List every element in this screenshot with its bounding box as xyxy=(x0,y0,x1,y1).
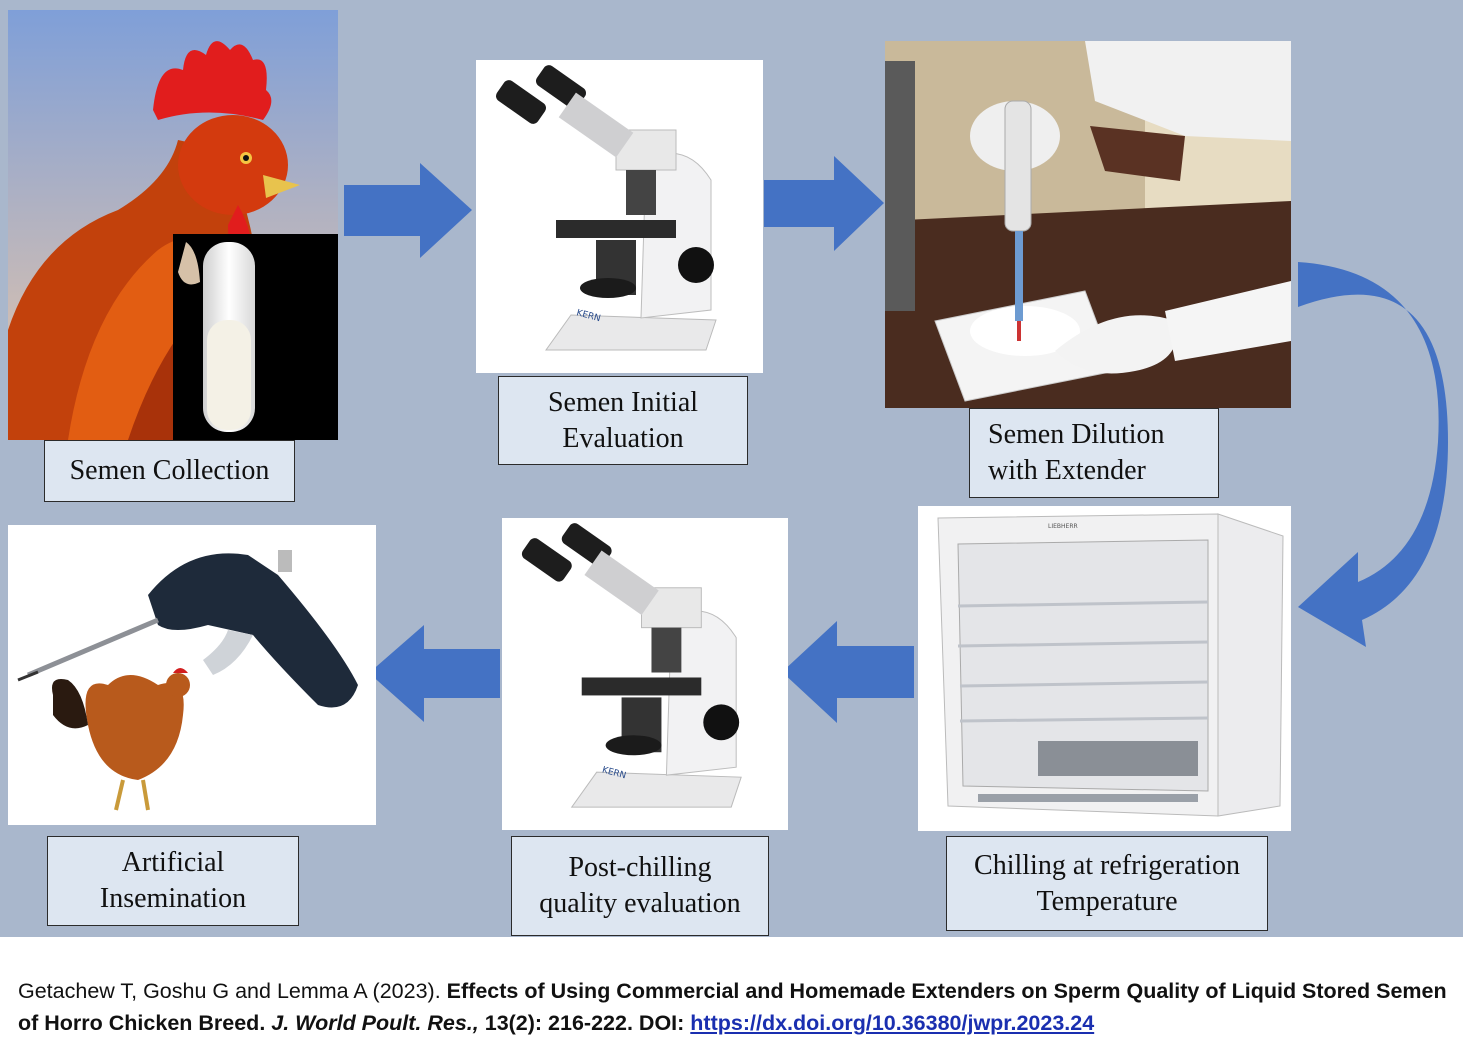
rooster-semen-tube-icon xyxy=(8,10,338,440)
citation: Getachew T, Goshu G and Lemma A (2023). … xyxy=(18,975,1448,1039)
diagram-canvas: Semen Collection KERN Semen Initial Eval… xyxy=(0,0,1463,937)
step-label-line: Semen Initial xyxy=(547,386,699,418)
step-label-line: Semen Dilution xyxy=(988,419,1165,450)
step-label-line: Artificial xyxy=(121,847,225,878)
step-label-line: quality evaluation xyxy=(539,888,741,919)
citation-title: Effects of Using Commercial and Homemade… xyxy=(18,979,1447,1035)
flow-arrow-right xyxy=(344,163,472,258)
step-label-collection: Semen Collection xyxy=(44,440,295,502)
citation-doi-link[interactable]: https://dx.doi.org/10.36380/jwpr.2023.24 xyxy=(690,1011,1095,1035)
flow-arrow-left xyxy=(369,625,500,722)
flow-arrow-right xyxy=(764,156,884,251)
citation-journal: J. World Poult. Res., xyxy=(271,1011,479,1035)
fridge-brand: LIEBHERR xyxy=(1048,523,1078,530)
step-label-chilling: Chilling at refrigeration Temperature xyxy=(946,836,1268,931)
step-label-line: Chilling at refrigeration xyxy=(974,849,1240,881)
step-label-post-eval: Post-chilling quality evaluation xyxy=(511,836,769,936)
step-label-line: Insemination xyxy=(99,883,247,914)
microscope-icon: KERN xyxy=(476,60,763,373)
microscope-icon: KERN xyxy=(502,518,788,830)
citation-volume: 13(2): 216-222. xyxy=(484,1011,633,1035)
step-label-insemination: Artificial Insemination xyxy=(47,836,299,926)
refrigerator-icon: LIEBHERR xyxy=(918,506,1291,831)
insemination-gun-hen-icon xyxy=(8,525,376,825)
flow-arrow-curved-down xyxy=(1298,262,1448,647)
citation-authors: Getachew T, Goshu G and Lemma A (2023). xyxy=(18,979,441,1003)
step-label-initial-eval: Semen Initial Evaluation xyxy=(498,376,748,465)
step-label-line: Temperature xyxy=(1036,885,1178,917)
step-label-line: Evaluation xyxy=(562,422,684,454)
citation-doi-label: DOI: xyxy=(638,1011,685,1035)
step-label-dilution: Semen Dilution with Extender xyxy=(969,408,1219,498)
step-label-line: with Extender xyxy=(988,455,1146,486)
step-label-line: Semen Collection xyxy=(69,455,270,486)
step-label-line: Post-chilling xyxy=(568,852,712,883)
flow-arrow-left xyxy=(782,621,914,723)
pipette-hands-icon xyxy=(885,41,1291,408)
